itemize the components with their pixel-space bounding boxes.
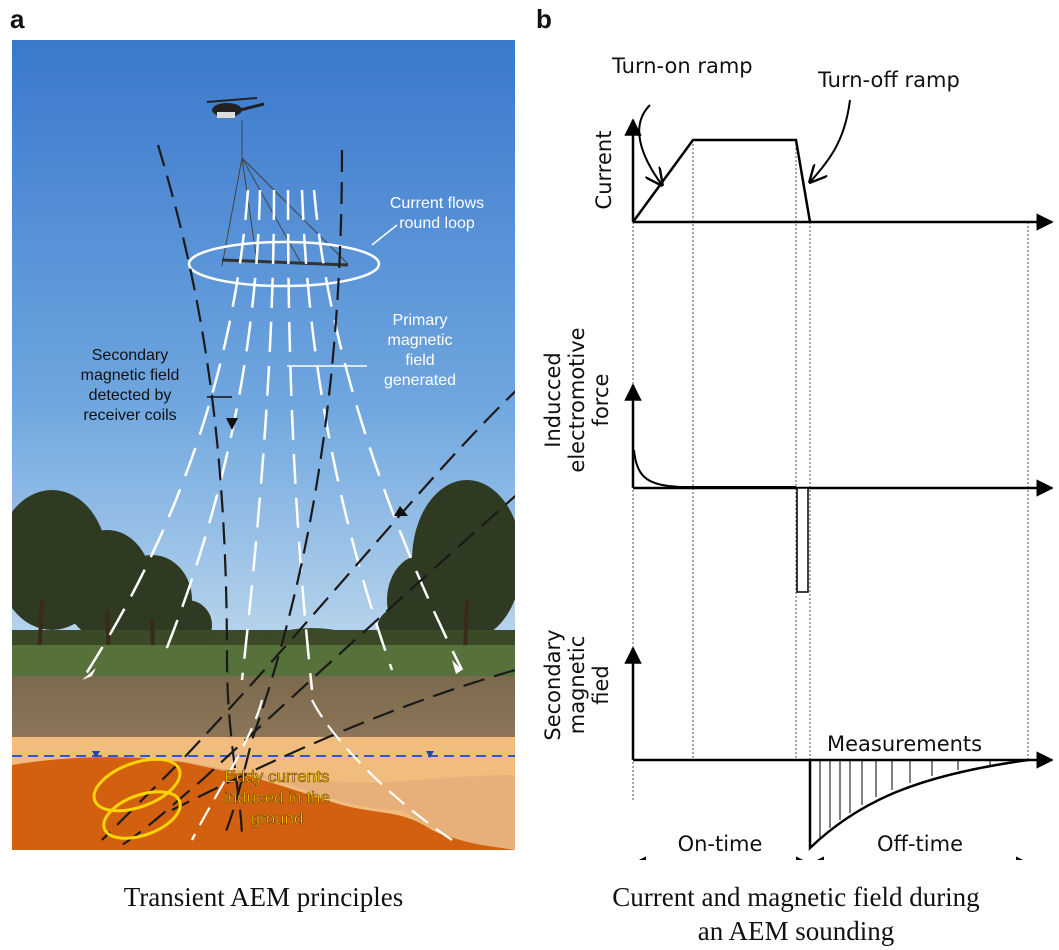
label-current-flows-1: Current flows [390,195,484,212]
secondary-decay-curve [808,758,1029,851]
helicopter [206,97,265,118]
aem-photo-illustration: Current flows round loop Primary magneti… [12,40,515,850]
label-primary-1: Primary [392,312,447,329]
measurement-windows [819,760,991,838]
soil-layer-dark [12,757,515,850]
ylabel-emf-3: force [589,374,613,427]
label-turn-on-ramp: Turn-on ramp [611,54,753,78]
caption-panel-a: Transient AEM principles [123,882,404,912]
ylabel-secondary-1: Secondary [541,629,565,740]
panel-a-letter: a [10,4,25,34]
label-turn-off-ramp: Turn-off ramp [817,68,960,92]
label-secondary-2: magnetic field [81,367,180,384]
ylabel-secondary-3: fied [589,665,613,704]
caption-panel-b-line1: Current and magnetic field during [612,882,980,912]
label-secondary-4: receiver coils [83,407,176,424]
label-measurements: Measurements [827,732,982,756]
emf-pulse [796,487,809,593]
label-current-flows-2: round loop [399,215,475,232]
ylabel-current: Current [592,131,616,210]
label-eddy-1: Eddy currents [225,767,330,786]
transmitter-loop [187,240,381,288]
label-secondary-3: detected by [89,387,172,404]
label-primary-2: magnetic [388,332,453,349]
ylabel-secondary-2: magnetic [565,636,589,735]
label-eddy-3: ground [251,809,304,828]
caption-panel-b-line2: an AEM sounding [697,916,895,946]
timing-diagram: Turn-on ramp Turn-off ramp Measurements … [520,40,1059,868]
ylabel-emf-1: Inducced [541,352,565,447]
panel-b-letter: b [536,4,552,34]
label-primary-3: field [405,352,434,369]
label-eddy-2: induced in the [224,788,330,807]
label-on-time: On-time [678,832,763,856]
ylabel-emf-2: electromotive [565,327,589,472]
caption-panel-b: Current and magnetic field during an AEM… [536,880,1056,948]
label-off-time: Off-time [877,832,963,856]
emf-waveform [633,449,796,488]
label-secondary-1: Secondary [92,347,169,364]
label-primary-4: generated [384,372,456,389]
